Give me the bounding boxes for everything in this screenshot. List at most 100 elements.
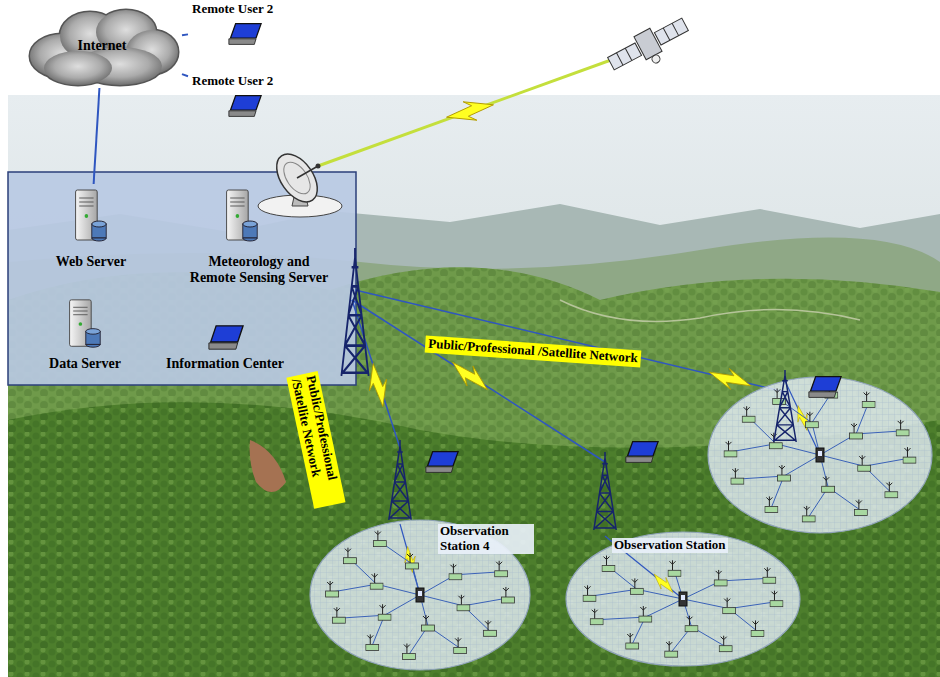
- sensor-link: [420, 595, 463, 606]
- sensor-link: [721, 578, 770, 581]
- ridge-trail: [560, 300, 860, 321]
- node-label: Information Center: [150, 356, 300, 372]
- remote-user: Remote User 2: [188, 74, 312, 122]
- sensor-node: [457, 595, 470, 611]
- network-link-line: [352, 300, 605, 462]
- wireless-bolt: [446, 356, 494, 397]
- satellite-dish: [651, 54, 662, 65]
- wireless-bolt: [401, 545, 420, 574]
- sensor-link: [737, 476, 784, 479]
- sensor-node: [668, 560, 681, 576]
- observation-station: Observation Station 4: [308, 518, 532, 672]
- node-label: Observation Station: [612, 538, 728, 553]
- sensor-node: [773, 388, 786, 404]
- sensor-node: [406, 553, 419, 569]
- cloud-outline: [44, 51, 112, 85]
- server-node: Meteorology and Remote Sensing Server: [186, 184, 332, 286]
- tower-icon: [594, 452, 616, 530]
- sensor-link: [385, 595, 420, 615]
- sensor-node: [370, 573, 383, 589]
- sensor-node: [495, 561, 508, 577]
- station-area: [566, 532, 800, 666]
- satellite-beam: [318, 56, 622, 166]
- sensor-node: [326, 581, 339, 597]
- solar-panel: [654, 18, 688, 45]
- server-node: Web Server: [36, 184, 146, 270]
- node-label: Remote User 2: [192, 74, 312, 89]
- sensor-node: [724, 441, 737, 457]
- workstation-node: Information Center: [150, 322, 300, 372]
- laptop-icon: [626, 442, 658, 463]
- station-area: [708, 377, 932, 533]
- sink-node: [416, 588, 424, 602]
- cloud-fill: [44, 51, 112, 85]
- sensor-node: [862, 392, 875, 408]
- laptop-icon: [229, 24, 261, 45]
- laptop-icon: [229, 96, 261, 117]
- sensor-node: [484, 620, 497, 636]
- sensor-node: [777, 465, 790, 481]
- sensor-link: [683, 599, 729, 609]
- sensor-node: [602, 556, 615, 572]
- solar-panel: [608, 43, 642, 70]
- dish-reflector: [268, 147, 325, 210]
- mountain-photo: [8, 95, 940, 677]
- remote-user: Remote User 2: [188, 2, 312, 50]
- sensor-link: [856, 431, 903, 434]
- control-center-panel: [8, 172, 356, 385]
- network-link: [94, 88, 100, 184]
- sensor-node: [822, 476, 835, 492]
- sink-node-screen: [681, 595, 685, 600]
- sky: [8, 95, 940, 677]
- sensor-node: [685, 616, 698, 632]
- sensor-link: [820, 455, 864, 466]
- sensor-node: [805, 412, 818, 428]
- sensor-node: [630, 578, 643, 594]
- sensor-link: [645, 599, 683, 617]
- sensor-node: [449, 564, 462, 580]
- sink-node-screen: [818, 451, 822, 456]
- sensor-node: [454, 637, 467, 653]
- server-node: Data Server: [30, 296, 140, 372]
- dish-feed: [316, 164, 321, 169]
- sensor-link: [590, 589, 637, 596]
- soil-patch: [250, 440, 286, 492]
- node-label: Data Server: [30, 356, 140, 372]
- sink-node: [679, 592, 687, 606]
- sensor-node: [501, 587, 514, 603]
- internet-cloud: Internet: [22, 4, 182, 88]
- panel-cells: [616, 23, 678, 65]
- sensor-node: [590, 609, 603, 625]
- sensor-node: [402, 644, 415, 660]
- sensor-node: [850, 423, 863, 439]
- wireless-bolt: [362, 361, 395, 409]
- sensor-node: [858, 455, 871, 471]
- sensor-node: [903, 447, 916, 463]
- laptop-icon: [209, 326, 243, 349]
- sensor-node: [719, 636, 732, 652]
- node-label: Observation Station 4: [438, 524, 534, 554]
- sensor-node: [421, 615, 434, 631]
- sensor-node: [742, 406, 755, 422]
- node-label: Remote User 2: [192, 2, 312, 17]
- sensor-node: [366, 634, 379, 650]
- server-icon: [227, 190, 258, 241]
- sensor-node: [332, 607, 345, 623]
- sensor-node: [723, 598, 736, 614]
- dish-feed: [297, 166, 318, 178]
- sensor-node: [378, 604, 391, 620]
- uplink-line: [400, 524, 420, 595]
- sensor-node: [714, 570, 727, 586]
- sensor-node: [343, 548, 356, 564]
- satellite: [605, 13, 695, 82]
- sensor-node: [765, 496, 778, 512]
- sink-node: [816, 448, 824, 462]
- sensor-node: [665, 641, 678, 657]
- sensor-node: [896, 420, 909, 436]
- sensor-node: [751, 620, 764, 636]
- sensor-node: [639, 606, 652, 622]
- network-link: [182, 33, 188, 36]
- sensor-node: [626, 633, 639, 649]
- sensor-link: [729, 602, 776, 609]
